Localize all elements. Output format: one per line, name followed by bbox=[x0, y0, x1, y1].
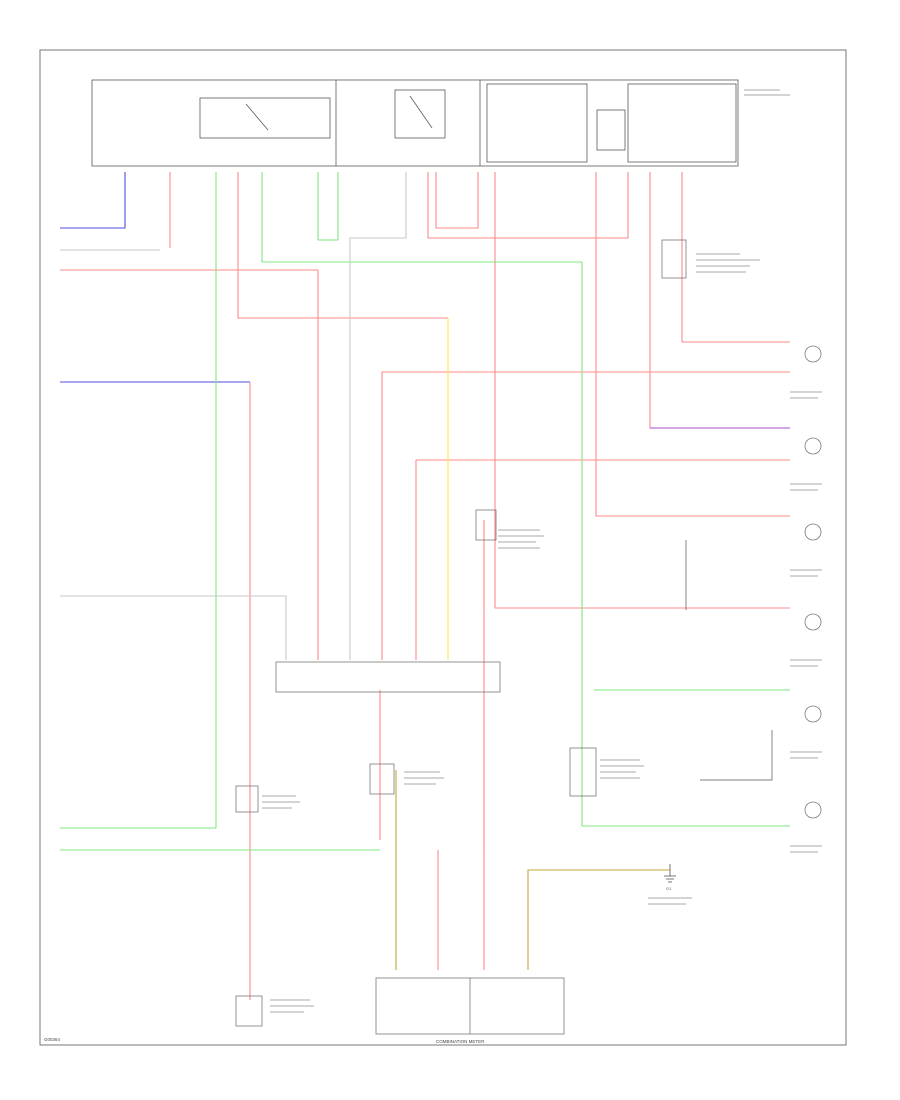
junction-block bbox=[91, 79, 739, 167]
diagram-border bbox=[39, 49, 847, 1046]
lamp-symbols bbox=[804, 345, 822, 819]
wires bbox=[60, 172, 790, 1000]
footer-code: G00364 bbox=[44, 1037, 61, 1042]
ground-symbol bbox=[664, 864, 676, 883]
bottom-caption: COMBINATION METER bbox=[436, 1039, 485, 1044]
ground-label: G1 bbox=[666, 886, 672, 891]
label-marks bbox=[262, 89, 822, 1013]
connector-boxes bbox=[235, 239, 687, 1035]
